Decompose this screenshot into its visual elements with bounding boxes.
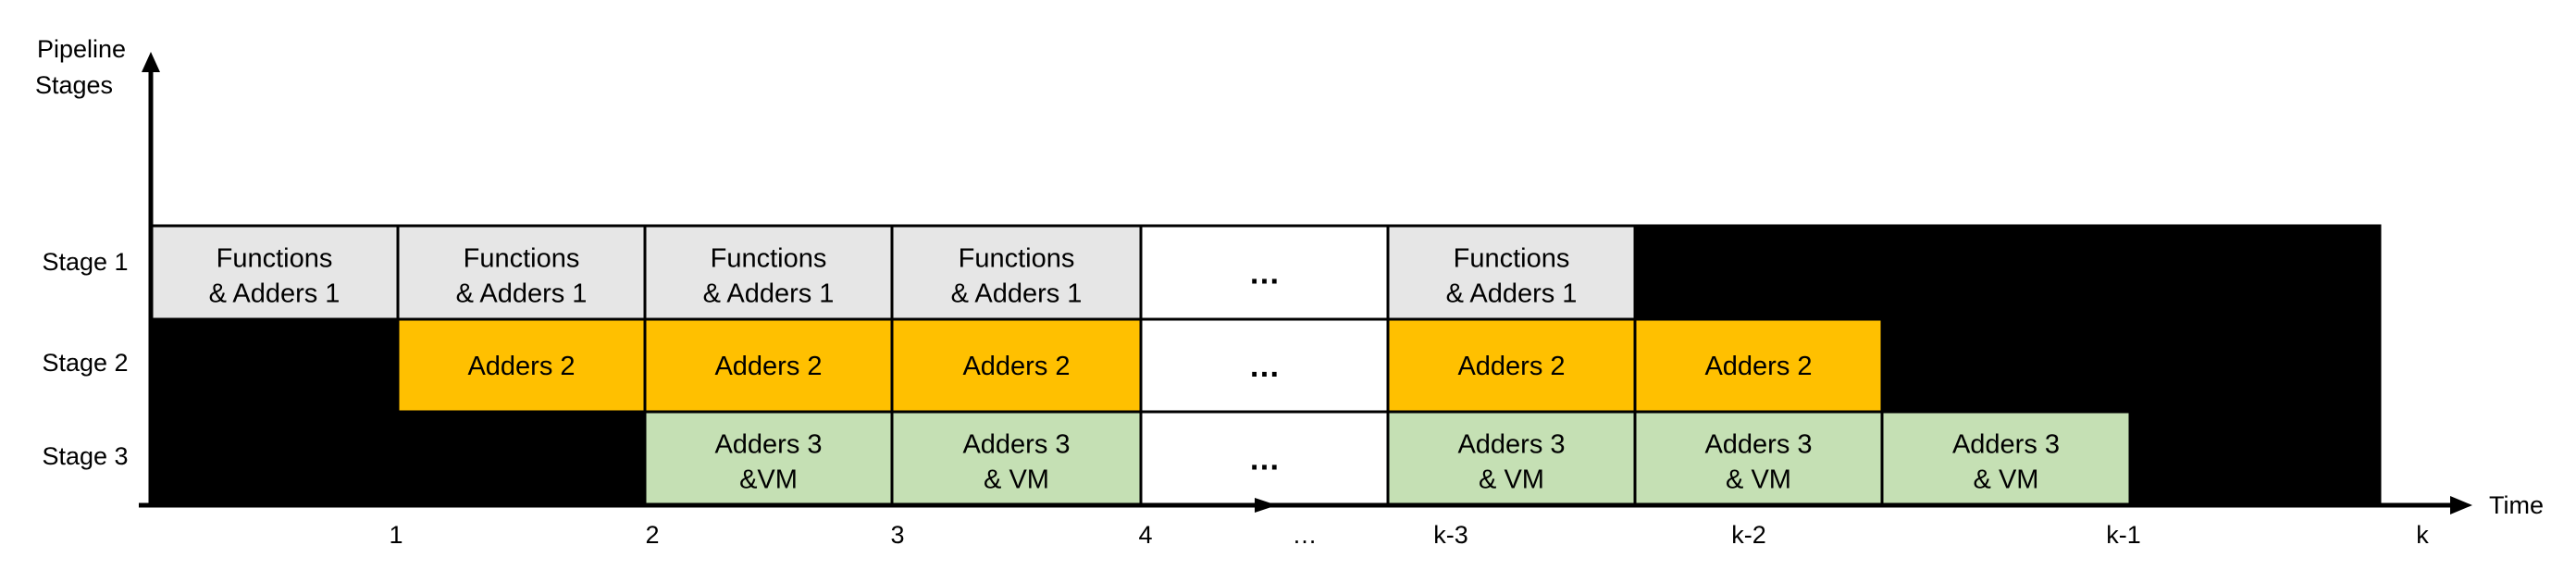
time-tick-2: 2	[645, 521, 659, 549]
stage1-cell-3-label-line1: Functions	[711, 244, 827, 274]
stage2-cell-2-label: Adders 2	[467, 352, 575, 381]
stage2-cell-7	[1633, 317, 1884, 414]
stage3-cell-3-label-line2: &VM	[739, 465, 798, 495]
stage-label-3: Stage 3	[42, 442, 128, 470]
stage1-cell-8	[1880, 224, 2132, 321]
stage3-cell-2	[396, 410, 647, 507]
stage1-cell-2	[396, 224, 647, 321]
stage3-cell-4-label-line1: Adders 3	[962, 430, 1070, 460]
stage1-cell-1-label-line2: & Adders 1	[209, 279, 341, 309]
time-tick-3: 3	[890, 521, 904, 549]
stage1-cell-2-label-line2: & Adders 1	[456, 279, 588, 309]
stage2-cell-5	[1139, 317, 1390, 414]
stage1-cell-6	[1386, 224, 1637, 321]
stage2-cell-3-label: Adders 2	[714, 352, 822, 381]
stage2-cell-9	[2128, 317, 2382, 414]
x-axis-title: Time	[2489, 491, 2544, 519]
stage3-cell-5-ellipsis: …	[1249, 442, 1281, 477]
stage3-cell-1	[149, 410, 400, 507]
stage3-cell-9	[2128, 410, 2382, 507]
time-tick-4: 4	[1138, 521, 1152, 549]
stage1-cell-7	[1633, 224, 1884, 321]
stage2-cell-5-ellipsis: …	[1249, 349, 1281, 384]
stage-label-2: Stage 2	[42, 349, 128, 377]
time-tick-k-2: k-2	[1731, 521, 1766, 549]
stage1-cell-3-label-line2: & Adders 1	[703, 279, 835, 309]
stage3-cell-8-label-line2: & VM	[1974, 465, 2039, 495]
stage3-cell-4-label-line2: & VM	[984, 465, 1049, 495]
stage3-cell-3-label-line1: Adders 3	[714, 430, 822, 460]
y-axis-title-line2: Stages	[35, 71, 113, 99]
time-tick-k: k	[2416, 521, 2429, 549]
stage2-cell-8	[1880, 317, 2132, 414]
stage3-cell-7	[1633, 410, 1884, 507]
stage1-cell-1	[149, 224, 400, 321]
x-axis-arrowhead	[2450, 496, 2472, 514]
time-tick-1: 1	[389, 521, 402, 549]
stage3-cell-8-label-line1: Adders 3	[1952, 430, 2060, 460]
time-tick-k-3: k-3	[1433, 521, 1468, 549]
stage1-cell-4-label-line2: & Adders 1	[951, 279, 1083, 309]
stage1-cell-9	[2128, 224, 2382, 321]
stage3-cell-6-label-line2: & VM	[1479, 465, 1544, 495]
stage1-cell-5-ellipsis: …	[1249, 256, 1281, 291]
stage1-cell-3	[643, 224, 894, 321]
stage2-cell-4-label: Adders 2	[962, 352, 1070, 381]
stage1-cell-1-label-line1: Functions	[217, 244, 333, 274]
y-axis-arrowhead	[142, 52, 160, 72]
stage-label-1: Stage 1	[42, 248, 128, 276]
ellipsis-arrowhead	[1255, 498, 1277, 513]
stage-labels: Stage 1 Stage 2 Stage 3	[42, 248, 128, 470]
stage2-cell-7-label: Adders 2	[1704, 352, 1812, 381]
time-tick-labels: 1 2 3 4 … k-3 k-2 k-1 k	[389, 521, 2429, 549]
stage1-cell-6-label-line2: & Adders 1	[1446, 279, 1578, 309]
stage1-cell-4-label-line1: Functions	[959, 244, 1075, 274]
stage3-cell-7-label-line2: & VM	[1726, 465, 1791, 495]
stage3-cell-8	[1880, 410, 2132, 507]
stage1-cell-6-label-line1: Functions	[1454, 244, 1570, 274]
stage3-cell-7-label-line1: Adders 3	[1704, 430, 1812, 460]
time-tick-ellipsis: …	[1293, 521, 1318, 549]
stage2-cell-6-label: Adders 2	[1457, 352, 1565, 381]
stage-grid: Functions & Adders 1 Functions & Adders 1 Fu…	[149, 224, 2382, 507]
y-axis-title-line1: Pipeline	[37, 35, 126, 63]
stage2-cell-3	[643, 317, 894, 414]
stage1-cell-2-label-line1: Functions	[464, 244, 580, 274]
time-tick-k-1: k-1	[2106, 521, 2141, 549]
stage3-cell-6-label-line1: Adders 3	[1457, 430, 1565, 460]
stage2-cell-1	[149, 317, 400, 414]
stage3-cell-4	[890, 410, 1143, 507]
stage3-cell-6	[1386, 410, 1637, 507]
